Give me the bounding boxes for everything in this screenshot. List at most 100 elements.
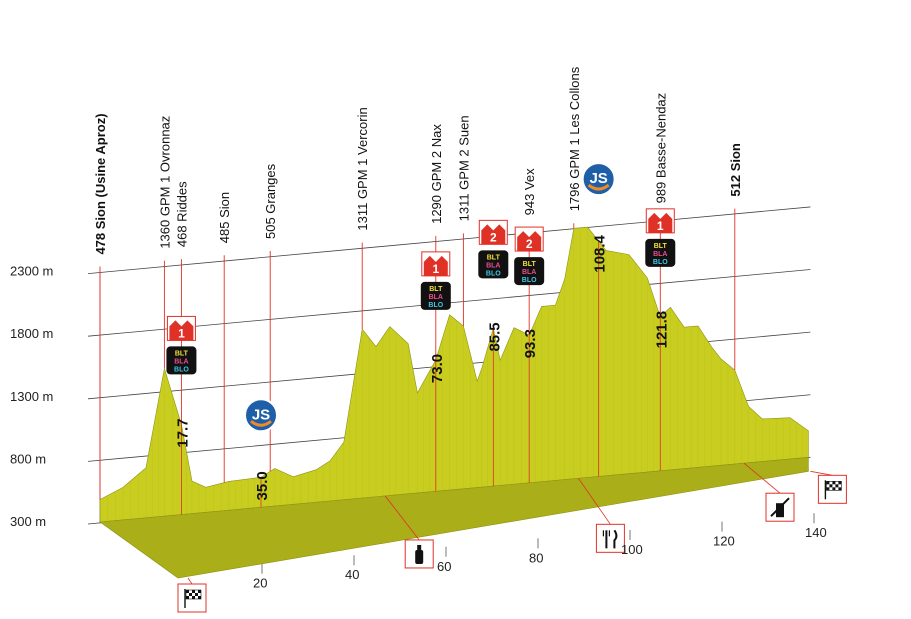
blt-badge-bg — [645, 238, 676, 267]
flag-square — [189, 593, 192, 596]
js-badge: JS — [244, 398, 278, 433]
gridline — [87, 206, 811, 274]
bottle-cap — [417, 544, 422, 550]
fork-knife-icon — [595, 523, 625, 553]
checkpoint-label: 1311 GPM 2 Suen — [456, 115, 471, 221]
checkpoint-label: 478 Sion (Usine Aproz) — [93, 113, 108, 254]
blt-badge-text: BLT — [175, 350, 189, 357]
water-leader — [384, 495, 420, 541]
blt-badge-text: BLA — [174, 358, 188, 365]
terrain-layer — [99, 226, 809, 579]
flag-square — [192, 596, 195, 599]
flag-square — [186, 590, 189, 593]
y-tick-label: 2300 m — [10, 264, 53, 279]
blt-badge-text: BLA — [653, 251, 667, 258]
km-label: 73.0 — [429, 354, 446, 383]
js-badge-text: JS — [252, 406, 270, 423]
climb-category: 2 — [526, 237, 533, 251]
y-tick-label: 1800 m — [10, 326, 53, 341]
checkpoint-label: 468 Riddes — [174, 181, 189, 247]
y-tick-label: 1300 m — [10, 389, 53, 404]
blt-badge-bg — [514, 257, 545, 286]
checkpoint-label: 485 Sion — [217, 192, 232, 243]
js-swoosh — [250, 420, 272, 427]
terrain-body — [99, 226, 809, 523]
y-tick-label: 300 m — [10, 514, 46, 529]
terrain-skirt — [99, 456, 809, 579]
x-tick-label: 140 — [805, 525, 827, 540]
x-tick-label: 40 — [345, 567, 359, 582]
climb-category: 1 — [178, 326, 185, 340]
bottle-body — [415, 549, 424, 564]
x-tick-label: 120 — [713, 534, 735, 549]
blt-badge-bg — [478, 250, 509, 279]
blt-badge-text: BLT — [523, 261, 537, 268]
js-badge: JS — [581, 162, 616, 197]
km-label: 35.0 — [254, 471, 271, 500]
checkpoint-label: 1360 GPM 1 Ovronnaz — [157, 116, 172, 249]
checkpoint-label: 1796 GPM 1 Les Collons — [567, 66, 582, 211]
km-label: 108.4 — [592, 234, 609, 272]
km-label: 93.3 — [522, 329, 539, 358]
flag-square — [838, 487, 842, 491]
flag-square — [832, 481, 836, 485]
js-badge-text: JS — [589, 170, 607, 187]
y-tick-label: 800 m — [10, 451, 46, 466]
km-label: 17.7 — [174, 418, 191, 447]
finish-leader — [810, 470, 833, 476]
mountain-icon — [648, 212, 673, 233]
bin — [776, 503, 784, 518]
flag-square — [195, 593, 198, 596]
flag-square — [838, 481, 842, 485]
marker-layer: 1BLTBLABLO1BLTBLABLO2BLTBLABLO2BLTBLABLO… — [99, 162, 847, 613]
js-swoosh — [587, 183, 610, 191]
flag-square — [192, 590, 195, 593]
litter-leader — [743, 462, 781, 494]
flag-outline — [185, 589, 202, 600]
blt-badge-text: BLT — [654, 243, 668, 250]
blt-badge-bg — [420, 281, 451, 310]
blt-badge-bg — [166, 346, 197, 375]
start-leader — [187, 577, 193, 585]
flag-square — [826, 481, 830, 485]
flag-square — [826, 487, 830, 491]
km-label: 85.5 — [486, 322, 503, 351]
blt-badge-text: BLO — [174, 366, 189, 373]
strike — [770, 497, 790, 517]
blt-badge-text: BLA — [486, 262, 500, 269]
mountain-icon — [517, 231, 542, 252]
mountain-icon — [423, 255, 448, 276]
flag-outline — [826, 481, 842, 491]
flag-square — [198, 596, 201, 599]
climb-category: 1 — [657, 219, 664, 233]
start-flag-icon — [177, 583, 207, 613]
blt-badge-text: BLA — [429, 294, 443, 301]
mountain-icon — [169, 320, 194, 341]
x-tick-label: 80 — [529, 550, 543, 565]
blt-badge-text: BLO — [428, 302, 443, 309]
flag-square — [835, 484, 839, 488]
climb-category: 2 — [490, 230, 497, 244]
blt-badge-text: BLO — [486, 270, 501, 277]
checkpoint-label: 505 Granges — [263, 163, 278, 239]
fork-knife-icon-box — [595, 523, 625, 553]
checkpoint-label: 943 Vex — [522, 168, 537, 215]
mountain-icon — [481, 224, 506, 245]
checkpoint-label: 1290 GPM 2 Nax — [429, 124, 444, 224]
blt-badge-text: BLT — [487, 254, 501, 261]
x-tick-label: 20 — [253, 576, 267, 591]
flag-square — [186, 596, 189, 599]
knife — [613, 529, 618, 549]
no-litter-icon — [765, 492, 795, 522]
